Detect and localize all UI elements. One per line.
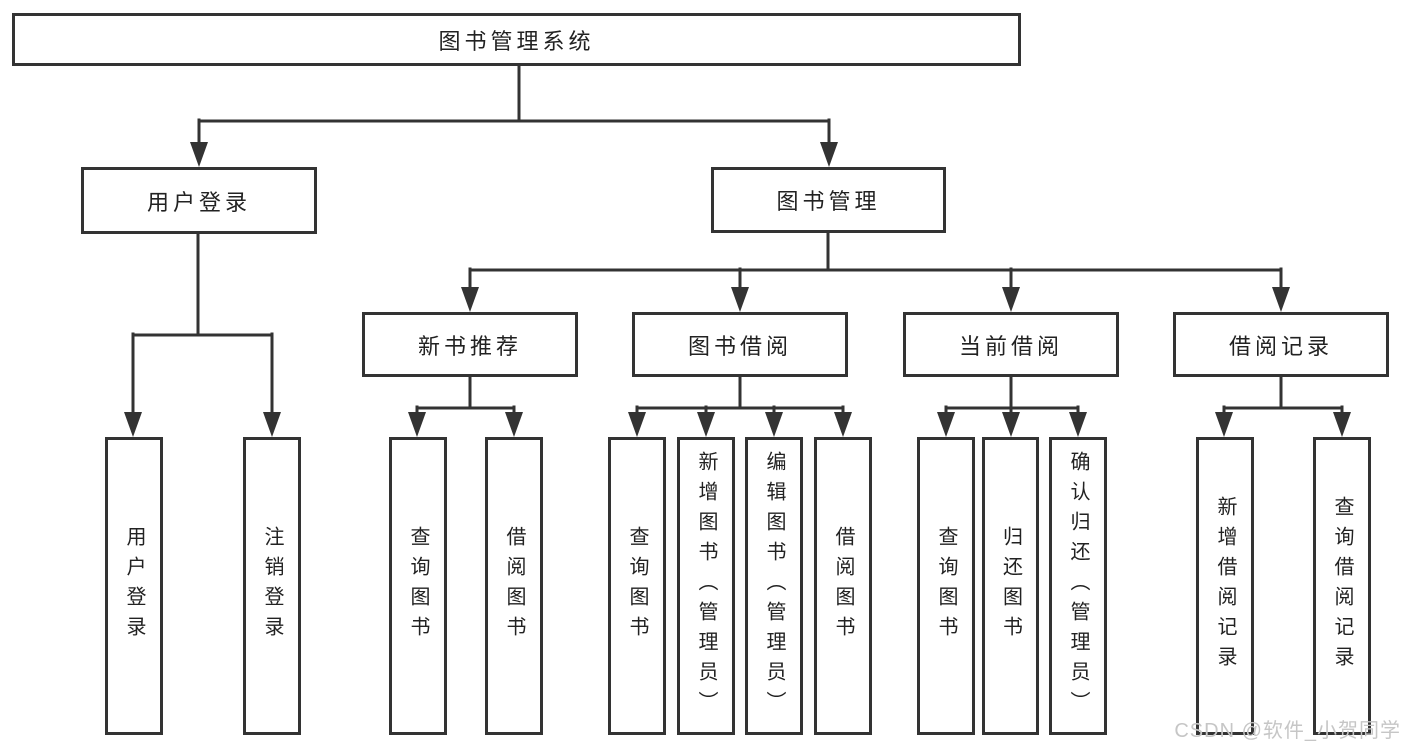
leaf-logout: 注销登录 — [243, 437, 301, 735]
leaf-edit-book-admin: 编辑图书（管理员） — [745, 437, 803, 735]
node-label: 当前借阅 — [958, 333, 1063, 359]
leaf-query-books-borrow: 查询图书 — [608, 437, 666, 735]
node-label: 借阅图书 — [503, 526, 525, 646]
node-book-management: 图书管理 — [711, 167, 946, 233]
leaf-confirm-return-admin: 确认归还（管理员） — [1049, 437, 1107, 735]
node-label: 新书推荐 — [417, 333, 522, 359]
node-label: 新增图书（管理员） — [695, 451, 717, 721]
leaf-query-borrow-record: 查询借阅记录 — [1313, 437, 1371, 735]
node-label: 查询图书 — [626, 526, 648, 646]
leaf-return-books: 归还图书 — [982, 437, 1039, 735]
node-label: 图书管理 — [776, 189, 881, 214]
node-label: 用户登录 — [123, 526, 145, 646]
leaf-query-books-current: 查询图书 — [917, 437, 975, 735]
node-label: 用户登录 — [146, 189, 251, 215]
node-library-management-system: 图书管理系统 — [12, 13, 1021, 66]
node-label: 查询图书 — [407, 526, 429, 646]
node-label: 新增借阅记录 — [1214, 496, 1236, 676]
leaf-borrow-books-borrow: 借阅图书 — [814, 437, 872, 735]
leaf-add-book-admin: 新增图书（管理员） — [677, 437, 735, 735]
node-label: 归还图书 — [999, 526, 1022, 646]
node-book-borrowing: 图书借阅 — [632, 312, 848, 377]
node-new-book-recommendation: 新书推荐 — [362, 312, 578, 377]
node-label: 查询借阅记录 — [1331, 496, 1353, 676]
node-label: 借阅图书 — [832, 526, 854, 646]
leaf-query-books-recommend: 查询图书 — [389, 437, 447, 735]
node-label: 借阅记录 — [1228, 333, 1333, 359]
leaf-borrow-books-recommend: 借阅图书 — [485, 437, 543, 735]
leaf-add-borrow-record: 新增借阅记录 — [1196, 437, 1254, 735]
node-borrowing-records: 借阅记录 — [1173, 312, 1389, 377]
node-label: 确认归还（管理员） — [1067, 451, 1089, 721]
node-label: 图书借阅 — [687, 333, 792, 359]
node-label: 编辑图书（管理员） — [763, 451, 785, 721]
node-label: 图书管理系统 — [438, 28, 595, 54]
node-user-login: 用户登录 — [81, 167, 317, 234]
leaf-user-login: 用户登录 — [105, 437, 163, 735]
node-current-borrowing: 当前借阅 — [903, 312, 1119, 377]
node-label: 查询图书 — [935, 526, 957, 646]
watermark: CSDN @软件_小贺同学 — [1174, 720, 1401, 742]
node-label: 注销登录 — [261, 526, 283, 646]
